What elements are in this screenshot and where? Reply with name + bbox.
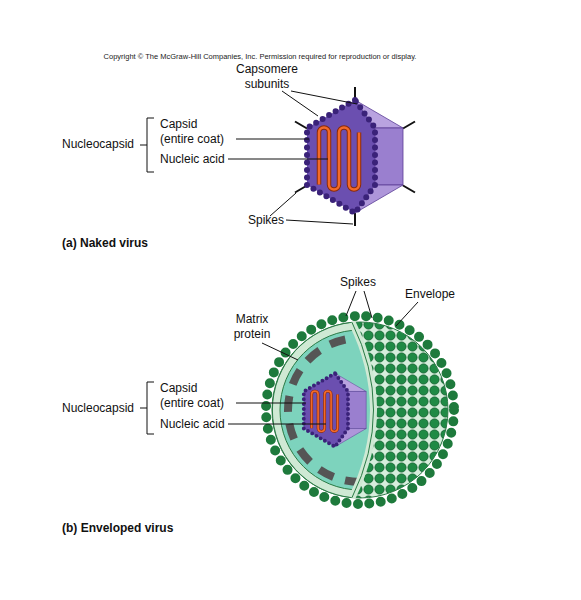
leader-lines bbox=[140, 291, 418, 434]
bracket bbox=[140, 145, 147, 146]
nucleocapsid bbox=[304, 373, 366, 446]
part-label: Spikes bbox=[340, 275, 400, 290]
group-label: Nucleocapsid bbox=[62, 401, 142, 416]
part-label: Spikes bbox=[248, 213, 308, 228]
virus-interior bbox=[280, 330, 440, 490]
bracket bbox=[147, 382, 154, 434]
part-label: Capsid (entire coat) bbox=[160, 381, 228, 411]
part-label: Nucleic acid bbox=[160, 417, 250, 432]
group-label: Nucleocapsid bbox=[62, 137, 142, 152]
part-label: Envelope bbox=[405, 287, 485, 302]
spike-lines bbox=[295, 87, 415, 226]
envelope-spikes bbox=[266, 316, 454, 504]
bracket bbox=[140, 408, 147, 409]
part-label: Capsid (entire coat) bbox=[160, 117, 228, 147]
part-label: Matrix protein bbox=[226, 312, 278, 342]
part-label: Capsomere subunits bbox=[234, 62, 300, 92]
icosahedral-capsid bbox=[307, 100, 403, 213]
copyright-notice: Copyright © The McGraw-Hill Companies, I… bbox=[60, 52, 460, 61]
enveloped-virus bbox=[266, 316, 454, 504]
bracket bbox=[147, 118, 154, 172]
panel-caption: (b) Enveloped virus bbox=[62, 521, 282, 536]
matrix-protein-layer bbox=[288, 338, 432, 482]
naked-virus bbox=[295, 87, 415, 226]
envelope-surface bbox=[272, 322, 448, 498]
panel-caption: (a) Naked virus bbox=[62, 236, 262, 251]
part-label: Nucleic acid bbox=[160, 152, 250, 167]
leader-lines bbox=[140, 91, 357, 224]
